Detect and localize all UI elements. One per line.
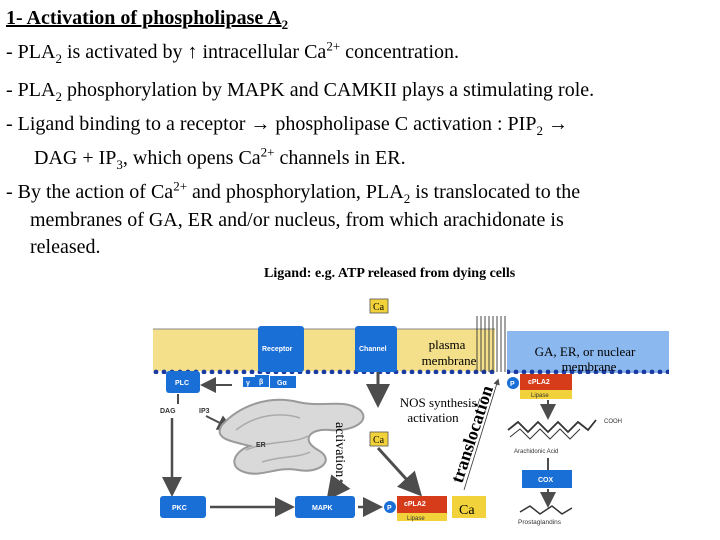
mapk-label: MAPK xyxy=(312,505,333,512)
arachidonic-acid-structure xyxy=(507,419,597,434)
cooh-label: COOH xyxy=(604,419,622,425)
cpla2-label-bottom: cPLA2 xyxy=(404,501,426,508)
galpha-label: Gα xyxy=(277,380,287,387)
bullet-4-text-b: and phosphorylation, PLA xyxy=(187,181,404,203)
bullet-1-sup: 2+ xyxy=(326,38,341,54)
plasma-membrane-band xyxy=(153,329,495,371)
bullet-1: - PLA2 is activated by ↑ intracellular C… xyxy=(6,38,459,66)
bullet-3c-sup: 2+ xyxy=(260,144,275,160)
ca-top-label: Ca xyxy=(373,302,385,313)
lipase-box-top xyxy=(520,390,572,399)
beta-box xyxy=(255,375,269,387)
bullet-2-text-a: - PLA xyxy=(6,79,56,101)
galpha-box xyxy=(270,376,296,388)
gamma-box xyxy=(243,377,255,387)
lipase-box-bottom xyxy=(397,513,447,521)
bullet-4-continued-2: released. xyxy=(30,236,101,258)
pkc-label: PKC xyxy=(172,505,187,512)
bullet-4: - By the action of Ca2+ and phosphorylat… xyxy=(6,178,581,206)
arachidonic-acid-label: Arachidonic Acid xyxy=(514,449,558,455)
bullet-4-text-c: is translocated to the xyxy=(410,181,581,203)
up-arrow-icon: ↑ xyxy=(187,41,198,63)
beta-label: β xyxy=(259,379,264,386)
bullet-1-text-c: intracellular Ca xyxy=(197,41,327,63)
title-text: 1- Activation of phospholipase A xyxy=(6,7,282,29)
bullet-3-sub: 2 xyxy=(536,123,543,138)
bullet-3c-text-a: DAG + IP xyxy=(34,147,117,169)
bullet-1-text-d: concentration. xyxy=(340,41,459,63)
cox-label: COX xyxy=(538,477,554,484)
bullet-3-text-a: - Ligand binding to a receptor → phospho… xyxy=(6,113,537,135)
membrane-lipid-row xyxy=(153,367,495,374)
mapk-box xyxy=(295,496,355,518)
prostaglandins-label: Prostaglandins xyxy=(518,519,562,526)
bullet-1-text-a: - PLA xyxy=(6,41,56,63)
ca-bottom-box xyxy=(452,496,486,518)
bullet-3-text-b: → xyxy=(542,113,568,135)
er-folds xyxy=(235,414,311,463)
bullet-4-text-a: - By the action of Ca xyxy=(6,181,174,203)
receptor-label: Receptor xyxy=(262,346,293,353)
ca-cpla2-arrow xyxy=(376,446,423,497)
prostaglandin-structure xyxy=(519,505,573,515)
activation-label: activation xyxy=(332,422,347,477)
bullet-1-sub: 2 xyxy=(55,51,62,66)
bullet-3: - Ligand binding to a receptor → phospho… xyxy=(6,112,568,138)
bullet-4-sub: 2 xyxy=(403,191,411,206)
ca-er-box xyxy=(369,431,389,447)
channel-box xyxy=(355,326,397,372)
bullet-3c-sub: 3 xyxy=(116,157,123,172)
bullet-3-continued: DAG + IP3, which opens Ca2+ channels in … xyxy=(34,144,406,172)
ca-top-box xyxy=(369,298,389,314)
ga-er-nuclear-box xyxy=(507,331,669,373)
p-circle-bottom xyxy=(384,501,396,513)
ca-bottom-label: Ca xyxy=(459,503,475,518)
plc-label: PLC xyxy=(175,380,189,387)
plc-box xyxy=(166,371,200,393)
bullet-2-text-b: phosphorylation by MAPK and CAMKII plays… xyxy=(61,79,595,101)
gamma-label: γ xyxy=(246,380,250,387)
translocation-arrow xyxy=(463,378,500,491)
ga-lipid-row xyxy=(507,367,669,374)
translocation-bars xyxy=(476,316,506,372)
bullet-4-sup: 2+ xyxy=(173,178,188,194)
activation-mapk-arrow xyxy=(326,474,351,501)
channel-label: Channel xyxy=(359,346,387,353)
bullet-3c-text-b: , which opens Ca xyxy=(122,147,261,169)
dag-label: DAG xyxy=(160,408,176,415)
lipase-label-bottom: Lipase xyxy=(407,516,425,522)
arachidonic-acid-structure-2 xyxy=(509,428,581,440)
ligand-caption: Ligand: e.g. ATP released from dying cel… xyxy=(264,266,516,281)
title-subscript: 2 xyxy=(281,17,289,32)
receptor-box xyxy=(258,326,304,372)
bullet-4-continued-1: membranes of GA, ER and/or nucleus, from… xyxy=(30,209,564,231)
p-circle-top xyxy=(507,377,519,389)
p-label-top: P xyxy=(510,381,515,388)
cpla2-label-top: cPLA2 xyxy=(528,379,550,386)
er-label: ER xyxy=(256,442,266,449)
p-label-bottom: P xyxy=(387,505,392,512)
bullet-1-text-b: is activated by xyxy=(61,41,188,63)
bullet-2-sub: 2 xyxy=(55,89,62,104)
bullet-3c-text-c: channels in ER. xyxy=(274,147,406,169)
ip3-label: IP3 xyxy=(199,408,210,415)
lipase-label-top: Lipase xyxy=(531,393,549,399)
cox-box xyxy=(522,470,572,488)
ca-er-label: Ca xyxy=(373,435,385,446)
pkc-box xyxy=(160,496,206,518)
nos-synthesis-label: NOS synthesis/activation xyxy=(400,395,481,425)
bullet-2: - PLA2 phosphorylation by MAPK and CAMKI… xyxy=(6,78,595,104)
slide-title: 1- Activation of phospholipase A2 xyxy=(6,6,289,32)
